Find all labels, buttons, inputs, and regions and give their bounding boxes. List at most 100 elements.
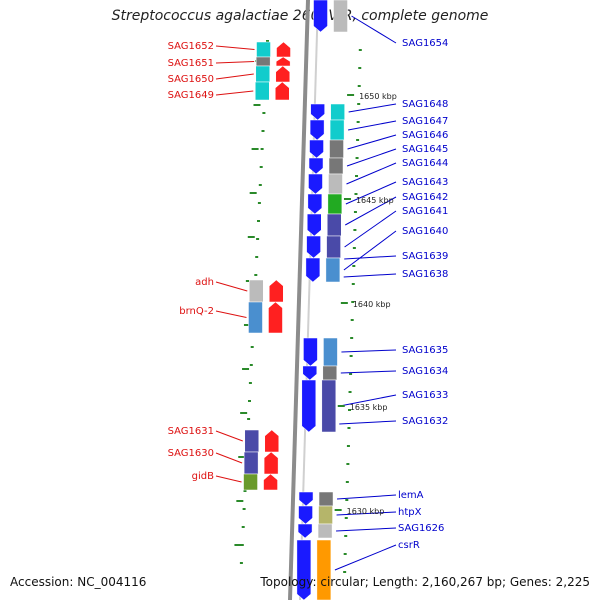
- gene-label-brnQ-2: brnQ-2: [179, 306, 214, 317]
- major-tick: [334, 509, 342, 511]
- genome-summary-text: Topology: circular; Length: 2,160,267 bp…: [260, 575, 590, 589]
- gene-label-csrR: csrR: [398, 540, 420, 551]
- gene-label-SAG1642: SAG1642: [402, 192, 448, 203]
- plus-strand-arrow: [269, 279, 284, 303]
- scale-dot: [242, 508, 246, 510]
- gene-label-lemA: lemA: [398, 490, 424, 501]
- gene-label-SAG1630: SAG1630: [168, 448, 214, 459]
- scale-dot: [261, 130, 265, 132]
- cog-block: [330, 103, 345, 121]
- scale-tick-label: 1640 kbp: [353, 300, 391, 309]
- gene-label-adh: adh: [195, 277, 214, 288]
- scale-dot: [350, 337, 354, 339]
- leader-line: [215, 73, 254, 80]
- cog-block: [321, 379, 337, 433]
- cog-block: [317, 523, 333, 539]
- cog-block: [328, 157, 344, 175]
- leader-line: [340, 370, 397, 374]
- plus-strand-arrow: [276, 41, 291, 58]
- scale-dot: [239, 562, 243, 564]
- scale-dot: [257, 220, 260, 222]
- gene-label-SAG1650: SAG1650: [168, 74, 214, 85]
- minor-tick: [242, 368, 250, 370]
- cog-block: [323, 337, 338, 367]
- scale-dot: [262, 112, 266, 114]
- minor-tick: [238, 456, 246, 458]
- scale-dot: [343, 553, 347, 555]
- scale-dot: [344, 535, 348, 537]
- cog-block: [327, 193, 343, 215]
- scale-dot: [247, 418, 251, 420]
- scale-dot: [358, 67, 362, 69]
- gene-label-SAG1638: SAG1638: [402, 269, 448, 280]
- leader-line: [345, 196, 397, 226]
- leader-line: [215, 281, 248, 292]
- cog-block: [333, 0, 348, 33]
- minus-strand-arrow: [301, 379, 317, 433]
- scale-dot: [243, 490, 247, 492]
- map-title: Streptococcus agalactiae 2603V/R, comple…: [111, 8, 489, 24]
- leader-line: [339, 420, 397, 425]
- scale-dot: [348, 391, 352, 393]
- scale-dot: [250, 346, 254, 348]
- minor-tick: [240, 412, 248, 414]
- scale-dot: [345, 481, 349, 483]
- scale-tick-label: 1635 kbp: [350, 403, 388, 412]
- minus-strand-arrow: [309, 119, 325, 141]
- plus-strand-arrow: [275, 65, 291, 83]
- gene-label-SAG1640: SAG1640: [402, 226, 448, 237]
- scale-dot: [241, 526, 245, 528]
- scale-dot: [255, 256, 259, 258]
- minus-strand-arrow: [305, 257, 321, 283]
- gene-label-gidB: gidB: [192, 471, 214, 482]
- scale-dot: [356, 139, 360, 141]
- minus-strand-arrow: [302, 365, 318, 381]
- leader-line: [351, 15, 397, 44]
- minus-strand-arrow: [297, 523, 313, 539]
- plus-strand-arrow: [275, 81, 290, 101]
- leader-line: [215, 45, 255, 50]
- scale-dot: [258, 184, 262, 186]
- scale-dot: [257, 202, 261, 204]
- gene-label-SAG1631: SAG1631: [168, 426, 214, 437]
- scale-dot: [248, 382, 252, 384]
- cog-block: [243, 451, 259, 475]
- scale-dot: [351, 283, 355, 285]
- major-tick: [337, 405, 345, 407]
- leader-line: [341, 349, 397, 353]
- leader-line: [345, 181, 397, 205]
- minus-strand-arrow: [307, 193, 323, 215]
- major-tick: [343, 198, 351, 200]
- gene-label-SAG1652: SAG1652: [168, 41, 214, 52]
- scale-dot: [259, 166, 263, 168]
- scale-dot: [353, 229, 357, 231]
- leader-line: [215, 475, 242, 483]
- gene-label-SAG1648: SAG1648: [402, 99, 448, 110]
- minor-tick: [234, 544, 242, 546]
- minor-tick: [251, 148, 259, 150]
- cog-block: [318, 505, 333, 525]
- scale-dot: [256, 238, 260, 240]
- minus-strand-arrow: [296, 539, 312, 600]
- plus-strand-arrow: [263, 451, 279, 475]
- leader-line: [347, 134, 397, 150]
- scale-dot: [354, 193, 358, 195]
- gene-label-SAG1645: SAG1645: [402, 144, 448, 155]
- scale-dot: [240, 544, 244, 546]
- leader-line: [343, 230, 397, 271]
- scale-tick-label: 1630 kbp: [347, 507, 385, 516]
- cog-block: [255, 81, 270, 101]
- scale-dot: [357, 85, 361, 87]
- scale-dot: [349, 373, 353, 375]
- scale-dot: [260, 148, 264, 150]
- scale-dot: [357, 103, 361, 105]
- label-leaders: [215, 15, 397, 571]
- gene-label-SAG1644: SAG1644: [402, 158, 448, 169]
- gene-label-SAG1646: SAG1646: [402, 130, 448, 141]
- scale-dot: [344, 517, 348, 519]
- scale-tick-label: 1650 kbp: [359, 92, 397, 101]
- cog-block: [329, 139, 344, 159]
- cog-block: [322, 365, 338, 381]
